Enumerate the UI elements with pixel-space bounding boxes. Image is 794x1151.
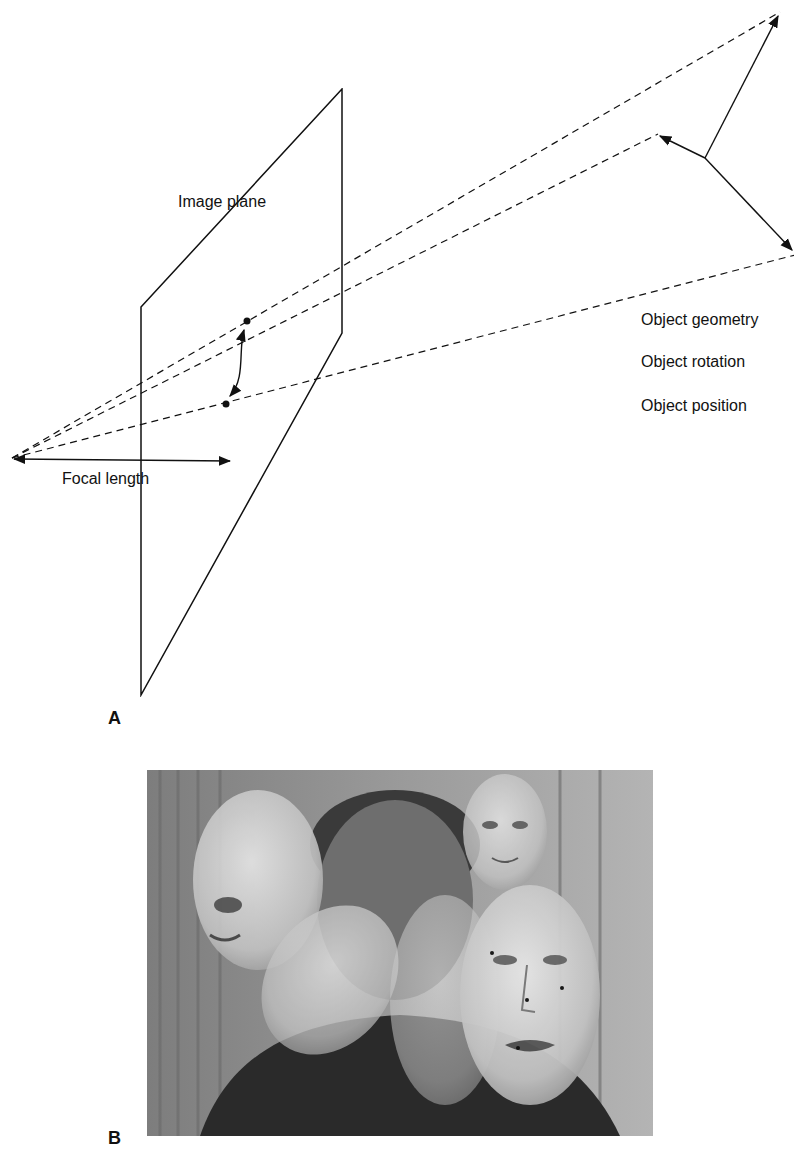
projection-ray — [12, 12, 794, 458]
dimension-label: Focal length — [62, 470, 149, 488]
parameter-label: Object geometry — [641, 311, 758, 329]
parameter-label: Object position — [641, 397, 747, 415]
tracking-photograph — [147, 770, 653, 1136]
panel-letter: A — [108, 708, 121, 729]
image-plane: Image plane — [140, 88, 344, 697]
focal-length-arrow — [14, 459, 230, 461]
parameter-label: Object rotation — [641, 353, 745, 371]
panel-letter: B — [108, 1128, 121, 1149]
projected-points — [223, 318, 251, 408]
plane-outline — [140, 88, 344, 697]
object-axes — [660, 16, 792, 250]
plane-label: Image plane — [178, 193, 266, 211]
